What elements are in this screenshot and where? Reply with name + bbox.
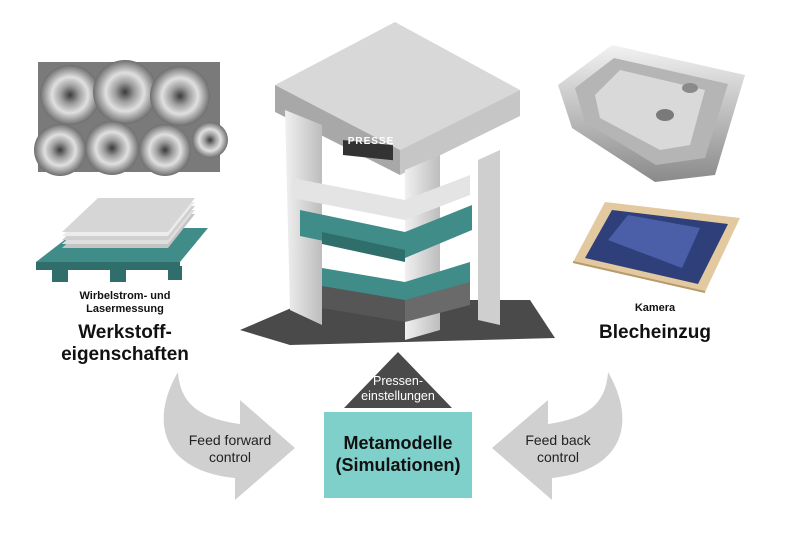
- press-sign: PRESSE: [347, 136, 395, 147]
- drawn-part-image: [572, 202, 740, 293]
- left-sensor-label: Wirbelstrom- und Lasermessung: [30, 290, 220, 315]
- left-title-line2: eigenschaften: [61, 343, 189, 365]
- press-settings-triangle: [344, 352, 452, 408]
- feed-back-label: Feed back control: [508, 432, 608, 466]
- left-sensor-line1: Wirbelstrom- und: [79, 290, 171, 302]
- feed-forward-line2: control: [208, 448, 252, 465]
- feed-back-arrow: [492, 372, 623, 500]
- press-machine: [240, 22, 555, 345]
- metamodel-line1: Metamodelle: [343, 433, 453, 454]
- press-settings-line1: Pressen-: [372, 374, 424, 388]
- steel-coils-image: [34, 60, 228, 176]
- right-sensor-label: Kamera: [634, 302, 676, 314]
- sheet-stack-pallet: [36, 198, 208, 282]
- left-title: Werkstoff- eigenschaften: [30, 322, 220, 366]
- feed-forward-line1: Feed forward: [188, 432, 272, 448]
- sink-image: [558, 45, 745, 182]
- press-settings-line2: einstellungen: [361, 389, 435, 403]
- press-settings-label: Pressen- einstellungen: [340, 374, 456, 404]
- feed-back-line1: Feed back: [525, 432, 591, 448]
- left-title-line1: Werkstoff-: [78, 322, 172, 343]
- left-sensor-line2: Lasermessung: [86, 302, 164, 315]
- metamodel-line2: (Simulationen): [335, 455, 461, 475]
- feed-back-line2: control: [536, 448, 580, 465]
- feed-forward-label: Feed forward control: [180, 432, 280, 466]
- metamodel-box: Metamodelle (Simulationen): [324, 412, 472, 498]
- feed-forward-arrow: [163, 372, 295, 500]
- right-title: Blecheinzug: [599, 322, 711, 343]
